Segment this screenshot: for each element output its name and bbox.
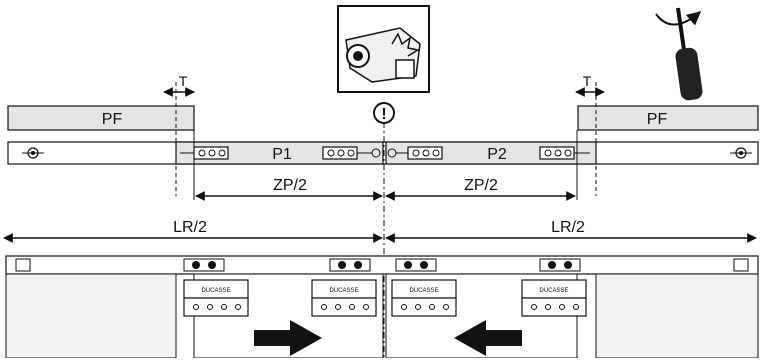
tolerance-left-label: T bbox=[179, 73, 188, 89]
fixed-panel-right-label: PF bbox=[647, 111, 668, 128]
carriage-icon bbox=[539, 146, 590, 160]
carriage-block: DUCASSE bbox=[391, 279, 457, 317]
carriage-block: DUCASSE bbox=[183, 279, 249, 317]
leaf-p2-label: P2 bbox=[487, 146, 507, 163]
carriage-icon bbox=[322, 146, 381, 160]
carriage-detail-icon bbox=[337, 5, 430, 93]
dimension-zp-right-label: ZP/2 bbox=[464, 177, 498, 194]
brand-label: DUCASSE bbox=[539, 288, 568, 294]
roller-icon bbox=[329, 258, 371, 272]
brand-label: DUCASSE bbox=[201, 288, 230, 294]
warning-mark: ! bbox=[381, 106, 386, 123]
dimension-zp-right: ZP/2 bbox=[385, 177, 576, 201]
leaf-p1-label: P1 bbox=[272, 146, 292, 163]
dimension-lr-right: LR/2 bbox=[385, 219, 757, 243]
screwdriver-icon bbox=[655, 7, 703, 101]
fixed-glass-right bbox=[595, 273, 759, 359]
dimension-zp-left-label: ZP/2 bbox=[273, 177, 307, 194]
roller-icon bbox=[539, 258, 581, 272]
roller-icon bbox=[183, 258, 225, 272]
carriage-icon bbox=[387, 146, 443, 160]
door-leaf-p1: P1 bbox=[175, 141, 384, 165]
dimension-lr-right-label: LR/2 bbox=[551, 219, 585, 236]
brand-label: DUCASSE bbox=[409, 288, 438, 294]
fixed-panel-right: PF bbox=[577, 105, 759, 131]
roller-icon bbox=[395, 258, 437, 272]
tolerance-left: T bbox=[163, 73, 195, 196]
brand-label: DUCASSE bbox=[329, 288, 358, 294]
carriage-block: DUCASSE bbox=[521, 279, 587, 317]
arrow-right-icon bbox=[254, 320, 322, 356]
door-leaf-p2: P2 bbox=[385, 141, 597, 165]
carriage-block: DUCASSE bbox=[311, 279, 377, 317]
header-profile bbox=[5, 255, 759, 275]
dimension-zp-left: ZP/2 bbox=[195, 177, 383, 201]
tolerance-right: T bbox=[575, 73, 605, 196]
arrow-left-icon bbox=[454, 320, 522, 356]
dimension-lr-left: LR/2 bbox=[3, 219, 383, 243]
tolerance-right-label: T bbox=[583, 73, 592, 89]
dimension-lr-left-label: LR/2 bbox=[173, 219, 207, 236]
fixed-panel-left: PF bbox=[7, 105, 195, 131]
fixed-glass-left bbox=[5, 273, 177, 359]
warning-icon: ! bbox=[373, 102, 395, 124]
fixed-panel-left-label: PF bbox=[102, 111, 123, 128]
